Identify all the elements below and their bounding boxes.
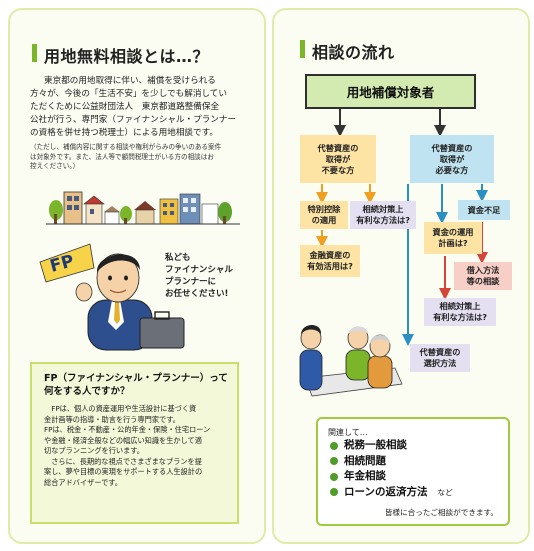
fp-info-box: FP（ファイナンシャル・プランナー）って 何をする人ですか？ FPは、個人の資産… [30, 362, 239, 524]
consult-item: 税務一般相談 [330, 438, 453, 454]
note-line: （ただし、補償内容に関する相談や権利がらみの争いのある案件 [30, 143, 222, 151]
fp-body-line: さらに、長期的な視点でさまざまなプランを提 [44, 456, 202, 466]
consult-list: 税務一般相談 相続問題 年金相談 ローンの返済方法など [330, 438, 453, 500]
flow-node-fund-shortage: 資金不足 [458, 200, 510, 220]
intro-line: 公社が行う、専門家（ファイナンシャル・プランナー [30, 115, 237, 125]
fp-box-heading: FP（ファイナンシャル・プランナー）って 何をする人ですか？ [44, 372, 229, 398]
title-bar-accent [32, 44, 37, 62]
related-consultation-box: 関連して… 税務一般相談 相続問題 年金相談 ローンの返済方法など 皆様に合った… [316, 417, 510, 526]
fp-body-line: FPは、税金・不動産・公的年金・保険・住宅ローン [44, 425, 211, 434]
consult-item: ローンの返済方法など [330, 485, 453, 501]
speech-line: 私ども [165, 253, 191, 263]
fp-body-line: 総合アドバイザーです。 [44, 477, 122, 487]
speech-line: お任せください! [165, 289, 229, 299]
flow-node-selection: 代替資産の 選択方法 [410, 344, 470, 372]
note-line: は対象外です。また、法人等で顧問税理士がいる方の相談はお [30, 152, 214, 161]
consult-note: 皆様に合ったご相談ができます。 [384, 508, 498, 517]
bullet-icon [330, 488, 338, 497]
fp-body-line: や金融・経済全般などの幅広い知識を生かして適 [44, 435, 202, 445]
fp-body-line: 案し、夢や目標の実現をサポートする人生設計の [44, 467, 203, 476]
flow-node-needed: 代替資産の 取得が 必要な方 [410, 135, 494, 183]
flow-node-not-needed: 代替資産の 取得が 不要な方 [300, 135, 376, 183]
flow-node-inheritance-left: 相続対策上 有利な方法は? [350, 201, 416, 229]
left-section-title: 用地無料相談とは…？ [44, 47, 210, 66]
intro-line: 東京都の用地取得に伴い、補償を受けられる [44, 76, 216, 86]
fp-heading-line: FP（ファイナンシャル・プランナー）って [44, 373, 228, 384]
consult-item: 相続問題 [330, 454, 453, 470]
consult-item-label: 年金相談 [344, 470, 386, 482]
bullet-icon [330, 441, 338, 450]
bullet-icon [330, 472, 338, 481]
flow-node-special-deduction: 特別控除 の適用 [300, 201, 348, 229]
intro-line: の資格を併せ持つ税理士）による用地相談です。 [30, 128, 218, 138]
intro-text: 東京都の用地取得に伴い、補償を受けられる 方々が、今後の「生活不安」を少しでも解… [30, 75, 255, 140]
flow-node-target: 用地補償対象者 [305, 74, 476, 109]
flow-node-fund-plan: 資金の運用 計画は? [424, 222, 482, 254]
consult-item-label: ローンの返済方法 [344, 485, 428, 498]
consult-item-label: 税務一般相談 [344, 439, 407, 451]
intro-line: ただくために公益財団法人 東京都道路整備保全 [30, 102, 220, 112]
note-line: 控えください。） [30, 162, 80, 170]
fp-heading-line: 何をする人ですか？ [44, 386, 130, 397]
fp-body-line: 切なプランニングを行います。 [44, 446, 144, 455]
bullet-icon [330, 457, 338, 466]
speech-bubble: 私ども ファイナンシャル プランナーに お任せください! [165, 252, 233, 300]
consult-item-label: 相続問題 [344, 454, 386, 467]
fp-box-body: FPは、個人の資産運用や生活設計に基づく資 金計画等の指導・助言を行う専門家です… [44, 404, 229, 488]
consult-item: 年金相談 [330, 469, 453, 485]
flow-node-inheritance-right: 相続対策上 有利な方法は? [424, 298, 496, 326]
flow-node-effective-use: 金融資産の 有効活用は? [300, 245, 360, 277]
speech-line: ファイナンシャル [165, 265, 233, 275]
note-text: （ただし、補償内容に関する相談や権利がらみの争いのある案件 は対象外です。また、… [30, 143, 255, 172]
fp-body-line: 金計画等の指導・助言を行う専門家です。 [44, 414, 180, 424]
right-section-title: 相談の流れ [312, 43, 395, 62]
fp-body-line: FPは、個人の資産運用や生活設計に基づく資 [44, 404, 197, 413]
intro-line: 方々が、今後の「生活不安」を少しでも解消してい [30, 89, 227, 99]
title-bar-accent [300, 40, 305, 58]
consult-items-suffix: など [437, 487, 453, 497]
speech-line: プランナーに [165, 277, 217, 287]
consult-lead: 関連して… [328, 428, 368, 437]
flow-node-borrowing: 借入方法 等の相談 [454, 262, 512, 290]
